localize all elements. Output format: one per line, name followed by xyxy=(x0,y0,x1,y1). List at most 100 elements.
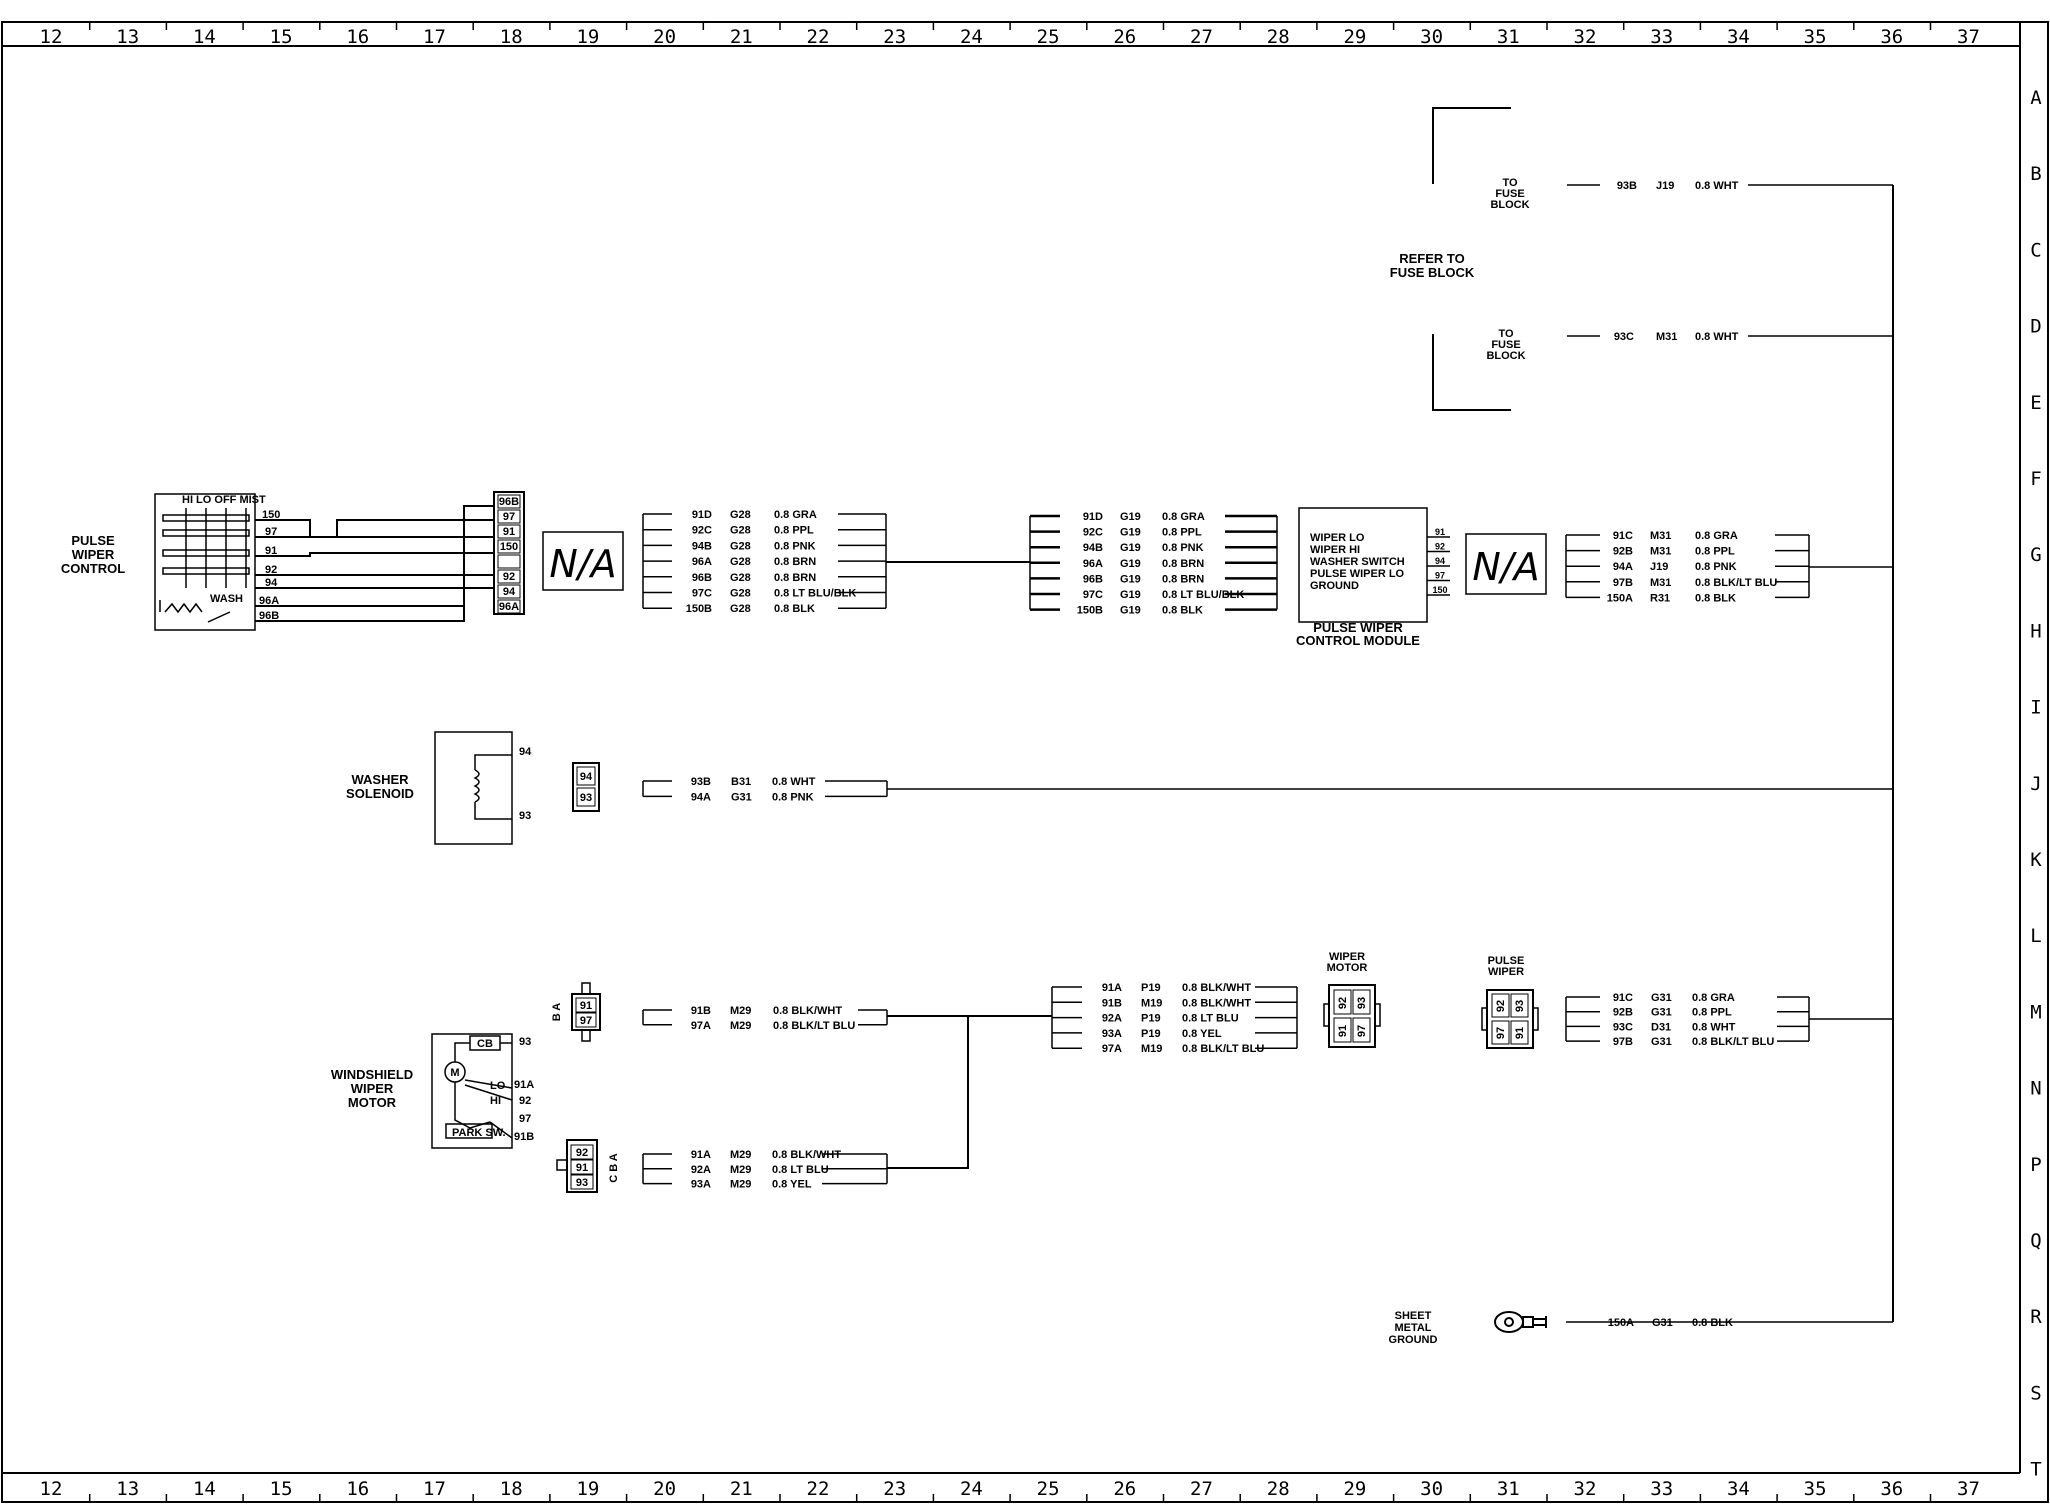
circuit-label: 91C xyxy=(1613,530,1633,542)
wire-label: 0.8 WHT xyxy=(1695,331,1739,343)
row-letter: K xyxy=(2030,849,2042,871)
row-letter: C xyxy=(2030,239,2041,261)
circuit-label: 91A xyxy=(1102,982,1122,994)
location-label: G28 xyxy=(730,603,751,615)
bus-taps xyxy=(1566,566,1893,1323)
column-number: 21 xyxy=(730,26,753,48)
location-label: R31 xyxy=(1650,592,1670,604)
column-number: 24 xyxy=(960,26,983,48)
circuit-label: 93B xyxy=(1617,180,1637,192)
column-number: 27 xyxy=(1190,26,1213,48)
connector-pin-label: 96A xyxy=(499,601,519,613)
location-label: G19 xyxy=(1120,605,1141,617)
column-number: 36 xyxy=(1880,1478,1903,1500)
row-letter: S xyxy=(2030,1382,2041,1404)
wire-label: 0.8 BRN xyxy=(774,556,816,568)
column-number: 36 xyxy=(1880,26,1903,48)
wire-label: 0.8 PNK xyxy=(1162,542,1204,554)
circuit-label: 150A xyxy=(1608,1317,1634,1329)
svg-text:92: 92 xyxy=(519,1095,531,1107)
svg-text:93: 93 xyxy=(576,1177,588,1189)
wire-label: 0.8 BLK xyxy=(774,603,815,615)
column-number: 16 xyxy=(346,26,369,48)
column-number: 17 xyxy=(423,1478,446,1500)
row-letter: R xyxy=(2030,1306,2042,1328)
circuit-label: 92A xyxy=(691,1164,711,1176)
svg-text:97: 97 xyxy=(1356,1025,1368,1037)
pulse-wiper-connector: 92 93 97 91 xyxy=(1481,989,1539,1049)
connector-cell xyxy=(497,584,521,599)
circuit-label: 97B xyxy=(1613,577,1633,589)
circuit-label: 97B xyxy=(1613,1036,1633,1048)
connector-cell xyxy=(497,494,521,509)
svg-text:92: 92 xyxy=(1337,997,1349,1009)
wire-label: 0.8 GRA xyxy=(774,509,817,521)
module-pin-label: 97 xyxy=(1435,571,1445,581)
wire-label: 0.8 PNK xyxy=(772,791,814,803)
connector-pin-label: 97 xyxy=(503,511,515,523)
column-number: 24 xyxy=(960,1478,983,1500)
circuit-label: 97A xyxy=(1102,1043,1122,1055)
column-number: 14 xyxy=(193,26,216,48)
wire-label: 0.8 BLK/LT BLU xyxy=(1692,1036,1774,1048)
svg-text:91: 91 xyxy=(1514,1027,1526,1039)
wire-row-ground: 150A G31 0.8 BLK xyxy=(1608,1317,1733,1329)
circuit-label: 91D xyxy=(1083,511,1103,523)
location-label: G19 xyxy=(1120,573,1141,585)
circuit-label: 94A xyxy=(691,791,711,803)
column-number: 15 xyxy=(270,1478,293,1500)
location-label: G31 xyxy=(1651,992,1672,1004)
connector-pin-label: 94 xyxy=(503,586,516,598)
wire-label: 0.8 GRA xyxy=(1162,511,1205,523)
column-number: 25 xyxy=(1037,1478,1060,1500)
column-number: 30 xyxy=(1420,26,1443,48)
column-number: 23 xyxy=(883,1478,906,1500)
location-label: G28 xyxy=(730,540,751,552)
na-box-left: N/A xyxy=(542,531,624,591)
location-label: G28 xyxy=(730,556,751,568)
wire-label: 0.8 YEL xyxy=(1182,1028,1222,1040)
wiper-motor-connector: 92 93 91 97 xyxy=(1323,984,1381,1048)
wire-label: 0.8 BLK/WHT xyxy=(1182,982,1251,994)
column-number: 35 xyxy=(1804,1478,1827,1500)
column-number: 13 xyxy=(116,1478,139,1500)
circuit-label: 97C xyxy=(692,588,712,600)
location-label: P19 xyxy=(1141,1013,1161,1025)
svg-text:91A: 91A xyxy=(514,1079,534,1091)
column-number: 23 xyxy=(883,26,906,48)
wire-label: 0.8 PPL xyxy=(1695,546,1735,558)
pulse-wiper-control-pin-labels: 150 97 91 92 94 96A 96B xyxy=(259,509,280,622)
column-number: 15 xyxy=(270,26,293,48)
location-label: M29 xyxy=(730,1020,751,1032)
circuit-label: 91C xyxy=(1613,992,1633,1004)
svg-text:92: 92 xyxy=(576,1147,588,1159)
svg-text:B A: B A xyxy=(551,1003,563,1022)
column-number: 26 xyxy=(1113,1478,1136,1500)
wire-label: 0.8 GRA xyxy=(1695,530,1738,542)
module-input-label: WASHER SWITCH xyxy=(1310,556,1405,568)
circuit-label: 92A xyxy=(1102,1013,1122,1025)
svg-text:C B A: C B A xyxy=(608,1153,620,1183)
location-label: G28 xyxy=(730,572,751,584)
motor-m: M xyxy=(450,1067,459,1079)
wire-label: 0.8 PNK xyxy=(774,540,816,552)
svg-text:96A: 96A xyxy=(259,595,279,607)
location-label: M29 xyxy=(730,1164,751,1176)
column-number: 37 xyxy=(1957,26,1980,48)
motor-cb: CB xyxy=(477,1038,493,1050)
